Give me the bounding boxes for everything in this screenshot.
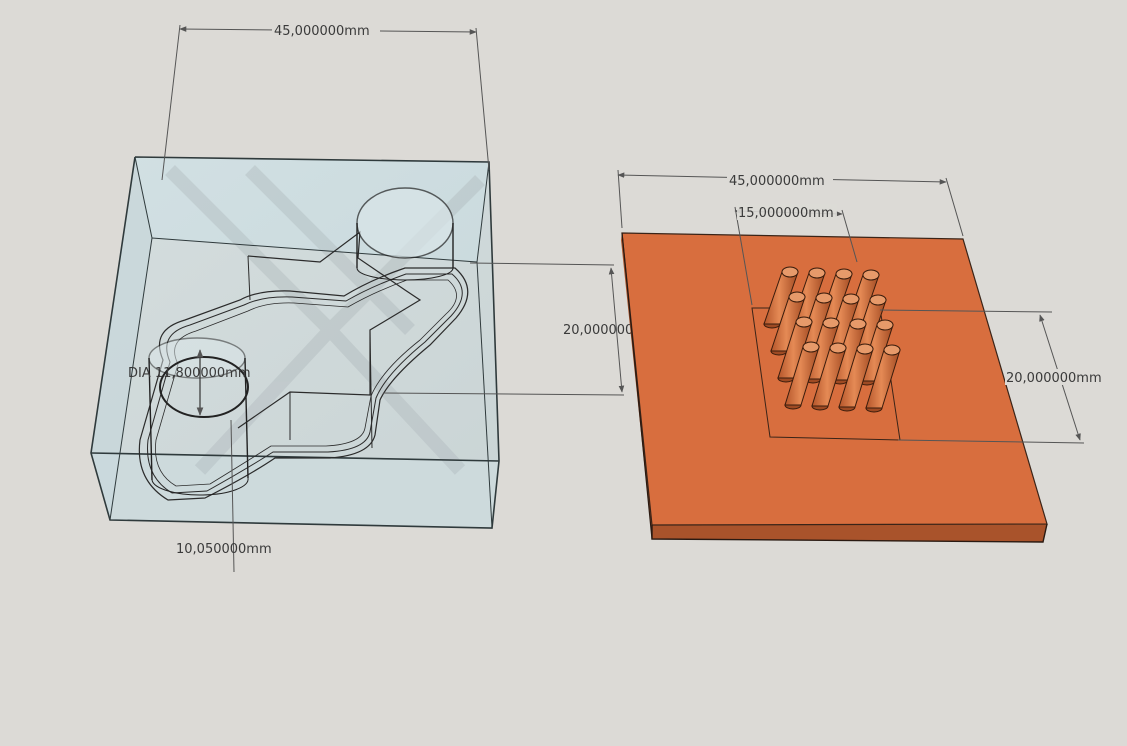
offset-label: 10,050000mm: [176, 542, 272, 557]
pin-field-height-label: 20,000000mm: [1006, 371, 1102, 386]
pin-plate[interactable]: 45,000000mm 15,000000mm 20,000000mm: [617, 169, 1111, 543]
mold-edges: [90, 156, 500, 529]
pin: [811, 342, 847, 411]
pin: [784, 341, 820, 410]
pin-array: [763, 266, 901, 413]
plate-left-edge: [621, 232, 653, 540]
mold-block[interactable]: 45,000000mm DIA 11,800000mm 10,050000mm: [90, 22, 500, 573]
cavity-height-dimension: [382, 262, 625, 396]
pin: [865, 344, 901, 413]
bore-diameter-label: DIA 11,800000mm: [128, 366, 251, 381]
plate-width-label-bg: [727, 172, 833, 188]
pin-field-height-label-bg: [1005, 369, 1111, 385]
mold-bore-right: [356, 187, 454, 281]
mold-width-label: 45,000000mm: [274, 24, 370, 39]
offset-extension-line: [230, 419, 235, 573]
mold-width-label-bg: [272, 22, 380, 38]
mold-cavity: [138, 230, 469, 501]
plate-edge: [651, 523, 1048, 543]
pin-field-width-label: 15,000000mm: [738, 206, 834, 221]
mold-left-face: [91, 157, 152, 520]
plate-width-label: 45,000000mm: [729, 174, 825, 189]
pin: [763, 266, 799, 329]
mold-bottom-face: [91, 453, 499, 528]
mold-width-dimension: [161, 24, 490, 181]
pin-field-label-bg: [737, 204, 837, 220]
pin: [838, 343, 874, 412]
